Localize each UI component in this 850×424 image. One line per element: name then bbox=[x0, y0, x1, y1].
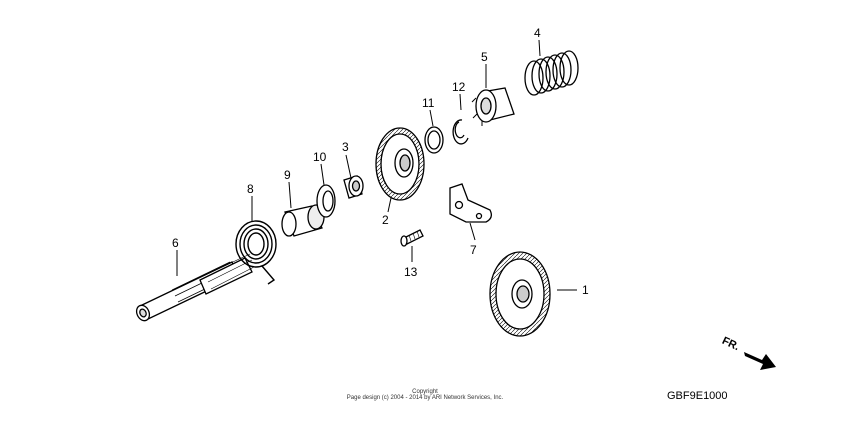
kick-return-spring bbox=[235, 220, 277, 285]
ratchet-5 bbox=[471, 87, 515, 126]
kick-pinion-gear bbox=[375, 127, 425, 201]
callout-12: 12 bbox=[452, 80, 466, 94]
copyright-line-2: Page design (c) 2004 - 2014 by ARI Netwo… bbox=[346, 395, 504, 401]
diagram-code: GBF9E1000 bbox=[667, 390, 728, 402]
bolt-13 bbox=[400, 229, 424, 247]
ratchet-spring-4 bbox=[524, 50, 579, 96]
front-direction-arrow-icon: FR. bbox=[720, 335, 776, 370]
kick-spindle-shaft bbox=[135, 253, 255, 322]
callout-8: 8 bbox=[247, 182, 254, 196]
callout-5: 5 bbox=[481, 50, 488, 64]
washer-11 bbox=[424, 126, 444, 154]
callout-11: 11 bbox=[422, 96, 435, 110]
callout-10: 10 bbox=[313, 150, 327, 164]
bushing-3 bbox=[343, 175, 364, 199]
copyright-notice: Copyright Page design (c) 2004 - 2014 by… bbox=[300, 389, 550, 401]
copyright-line-1: Copyright bbox=[412, 389, 438, 395]
callout-13: 13 bbox=[404, 265, 418, 279]
callout-9: 9 bbox=[284, 168, 291, 182]
callout-7: 7 bbox=[470, 243, 477, 257]
front-label: FR. bbox=[720, 335, 741, 353]
circlip-12 bbox=[452, 119, 469, 145]
idle-gear-1 bbox=[489, 251, 551, 337]
callout-1: 1 bbox=[582, 283, 589, 297]
callout-3: 3 bbox=[342, 140, 349, 154]
callout-2: 2 bbox=[382, 213, 389, 227]
guide-plate-7 bbox=[449, 183, 492, 223]
callout-4: 4 bbox=[534, 26, 541, 40]
callout-6: 6 bbox=[172, 236, 179, 250]
leader-lines bbox=[176, 39, 577, 291]
spring-collar bbox=[281, 204, 325, 237]
washer-10 bbox=[316, 184, 336, 218]
